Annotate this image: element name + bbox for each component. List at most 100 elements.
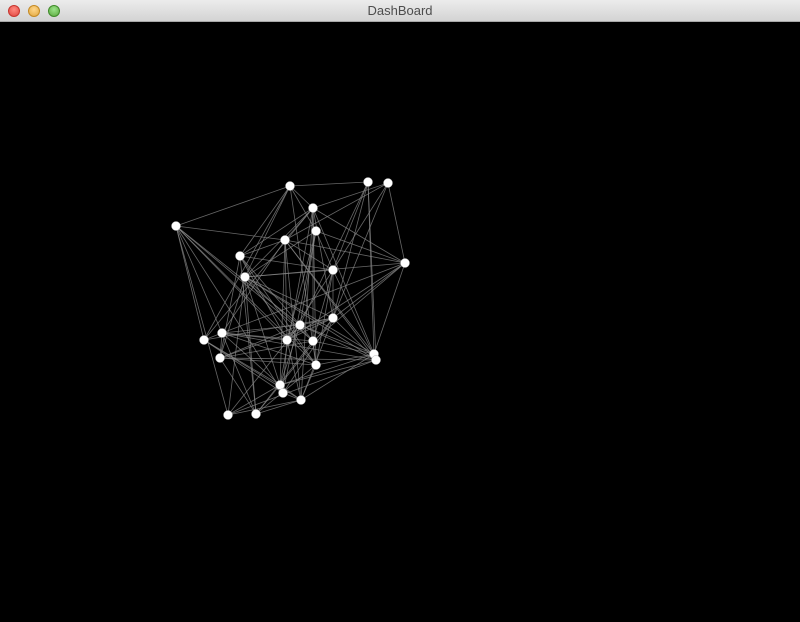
graph-edge — [175, 225, 229, 416]
graph-edge — [244, 262, 406, 278]
graph-edge — [312, 207, 406, 264]
graph-edge — [255, 340, 314, 415]
graph-edge — [244, 276, 314, 342]
graph-edge — [255, 399, 302, 415]
graph-node[interactable] — [171, 221, 181, 231]
graph-node[interactable] — [308, 336, 318, 346]
graph-edge — [244, 276, 281, 386]
graph-edge — [239, 255, 301, 326]
graph-edge — [299, 230, 317, 326]
graph-edge — [289, 181, 369, 187]
graph-edge — [219, 340, 314, 359]
graph-node[interactable] — [311, 226, 321, 236]
graph-node[interactable] — [371, 355, 381, 365]
graph-edge — [284, 239, 334, 271]
graph-node[interactable] — [328, 313, 338, 323]
graph-edge — [203, 339, 284, 394]
graph-edge — [367, 181, 377, 361]
graph-node[interactable] — [363, 177, 373, 187]
graph-edge — [203, 185, 291, 341]
graph-edge — [300, 353, 375, 401]
graph-node[interactable] — [295, 320, 305, 330]
graph-edge — [255, 384, 281, 415]
graph-node[interactable] — [278, 388, 288, 398]
graph-node[interactable] — [217, 328, 227, 338]
graph-node[interactable] — [285, 181, 295, 191]
graph-edge — [175, 225, 205, 341]
zoom-button[interactable] — [48, 5, 60, 17]
graph-edge — [175, 225, 286, 241]
graph-edge — [221, 332, 314, 342]
graph-edge — [315, 269, 334, 366]
graph-edge — [332, 181, 369, 271]
graph-node[interactable] — [308, 203, 318, 213]
graph-edge — [299, 324, 377, 361]
graph-edge — [221, 332, 377, 361]
graph-node[interactable] — [400, 258, 410, 268]
graph-node[interactable] — [296, 395, 306, 405]
graph-edge — [244, 185, 291, 278]
graph-node[interactable] — [215, 353, 225, 363]
graph-edge — [284, 239, 377, 361]
graph-edge — [284, 239, 406, 264]
graph-edge — [175, 185, 291, 227]
graph-node[interactable] — [311, 360, 321, 370]
graph-edge — [387, 182, 406, 264]
graph-edge — [239, 185, 291, 257]
graph-node[interactable] — [199, 335, 209, 345]
graph-edge — [332, 262, 406, 319]
graph-node[interactable] — [275, 380, 285, 390]
graph-edge — [239, 239, 286, 257]
graph-edge — [315, 230, 406, 264]
graph-edge — [244, 276, 317, 366]
graph-edge — [312, 207, 375, 355]
minimize-button[interactable] — [28, 5, 40, 17]
graph-edges — [175, 181, 406, 416]
graph-node[interactable] — [383, 178, 393, 188]
graph-edge — [332, 269, 377, 361]
graph-edge — [239, 255, 317, 366]
graph-edge — [227, 399, 302, 416]
graph-edge — [289, 185, 314, 209]
graph-node[interactable] — [280, 235, 290, 245]
graph-node[interactable] — [223, 410, 233, 420]
graph-edge — [284, 182, 389, 241]
graph-nodes[interactable] — [171, 177, 410, 420]
graph-edge — [289, 185, 317, 366]
graph-edge — [244, 276, 375, 355]
graph-edge — [279, 317, 334, 386]
graph-edge — [221, 332, 281, 386]
graph-edge — [284, 239, 302, 401]
graph-node[interactable] — [328, 265, 338, 275]
graph-node[interactable] — [235, 251, 245, 261]
graph-edge — [175, 225, 288, 341]
graph-edge — [203, 207, 314, 341]
graph-edge — [299, 324, 375, 355]
graph-edge — [312, 182, 389, 209]
graph-node[interactable] — [240, 272, 250, 282]
graph-edge — [219, 255, 241, 359]
graph-edge — [175, 225, 223, 334]
graph-edge — [227, 359, 377, 416]
graph-edge — [332, 181, 369, 319]
network-graph[interactable] — [0, 22, 800, 622]
graph-edge — [239, 255, 288, 341]
close-button[interactable] — [8, 5, 20, 17]
graph-node[interactable] — [251, 409, 261, 419]
graph-edge — [219, 357, 257, 415]
graph-canvas[interactable] — [0, 22, 800, 622]
graph-edge — [244, 230, 317, 278]
graph-node[interactable] — [282, 335, 292, 345]
graph-edge — [300, 364, 317, 401]
graph-edge — [299, 181, 369, 326]
graph-edge — [286, 339, 302, 401]
graph-edge — [300, 207, 314, 401]
graph-edge — [282, 317, 334, 394]
graph-edge — [239, 255, 334, 271]
graph-edge — [373, 262, 406, 355]
graph-edge — [315, 230, 334, 271]
graph-edge — [332, 182, 389, 319]
title-bar[interactable]: DashBoard — [0, 0, 800, 22]
graph-edge — [219, 324, 301, 359]
graph-edge — [239, 207, 314, 257]
